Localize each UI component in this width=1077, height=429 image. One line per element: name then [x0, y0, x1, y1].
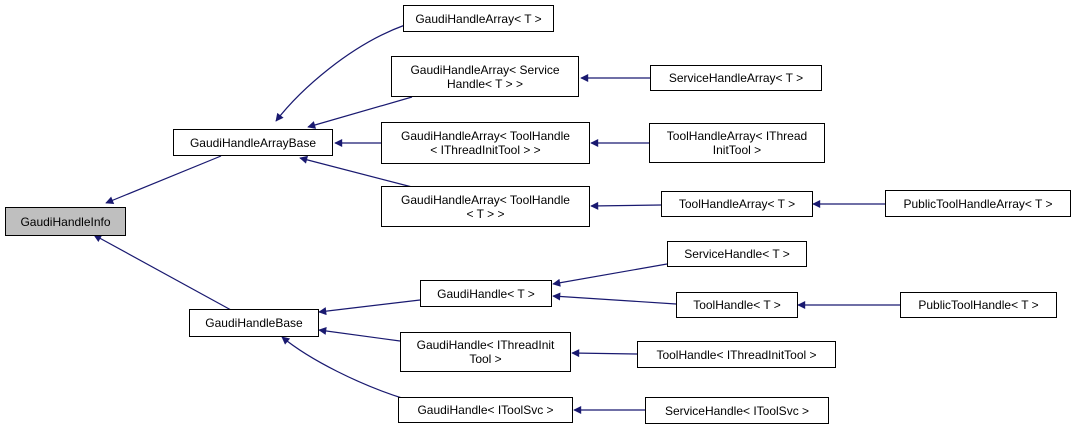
node-gaudi-handle-t[interactable]: GaudiHandle< T > [420, 280, 552, 307]
edge-gaudihandle-ithread-to-handlebase [318, 327, 401, 342]
node-gaudi-handle-array-tool-handle-t[interactable]: GaudiHandleArray< ToolHandle < T > > [381, 186, 590, 227]
edge-array-service-to-arraybase [307, 96, 413, 129]
node-gaudi-handle-array-t[interactable]: GaudiHandleArray< T > [403, 5, 554, 32]
node-tool-handle-array-ithread[interactable]: ToolHandleArray< IThread InitTool > [649, 123, 825, 163]
node-tool-handle-t[interactable]: ToolHandle< T > [676, 292, 798, 318]
node-gaudi-handle-base[interactable]: GaudiHandleBase [189, 309, 319, 337]
edge-toolhandle-t-to-gaudihandle-t [552, 292, 677, 305]
node-tool-handle-array-t[interactable]: ToolHandleArray< T > [661, 191, 813, 217]
node-service-handle-array-t[interactable]: ServiceHandleArray< T > [650, 65, 822, 91]
node-gaudi-handle-ithreadinit[interactable]: GaudiHandle< IThreadInit Tool > [400, 332, 571, 372]
node-gaudi-handle-array-service-handle[interactable]: GaudiHandleArray< Service Handle< T > > [391, 56, 579, 97]
edge-gaudihandle-itoolsvc-to-handlebase [281, 336, 406, 400]
node-service-handle-itoolsvc[interactable]: ServiceHandle< IToolSvc > [645, 397, 829, 424]
node-tool-handle-ithreadinit[interactable]: ToolHandle< IThreadInitTool > [637, 341, 836, 368]
node-public-tool-handle-array-t[interactable]: PublicToolHandleArray< T > [885, 190, 1071, 217]
node-service-handle-t[interactable]: ServiceHandle< T > [667, 241, 807, 267]
edge-servicehandle-t-to-gaudihandle-t [552, 263, 668, 287]
node-gaudi-handle-itoolsvc[interactable]: GaudiHandle< IToolSvc > [398, 397, 573, 423]
edge-toolarray-t-to-array-toolt [590, 201, 662, 210]
edge-arraybase-to-info [105, 155, 222, 204]
node-gaudi-handle-array-base[interactable]: GaudiHandleArrayBase [173, 129, 333, 156]
edge-array-toolt-to-arraybase [299, 155, 413, 188]
edge-array-t-to-arraybase [275, 24, 406, 122]
edge-toolhandle-ithread-to-gaudihandle-ithread [571, 349, 638, 358]
edge-handlebase-to-info [93, 234, 232, 311]
node-gaudi-handle-info: GaudiHandleInfo [5, 207, 126, 236]
node-public-tool-handle-t[interactable]: PublicToolHandle< T > [900, 292, 1057, 318]
edge-gaudihandle-t-to-handlebase [318, 299, 421, 316]
node-gaudi-handle-array-tool-handle-ithreadinit[interactable]: GaudiHandleArray< ToolHandle < IThreadIn… [381, 122, 590, 164]
